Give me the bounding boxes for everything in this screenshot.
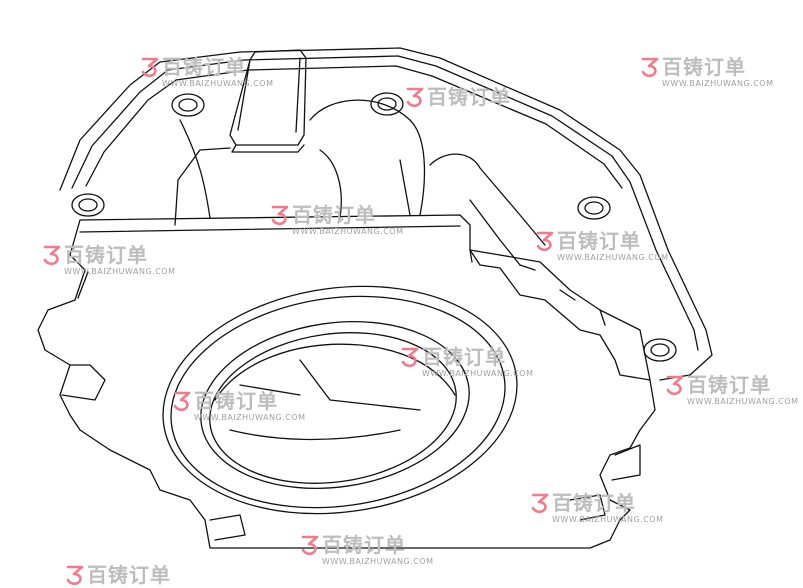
housing-top-rim-inner2: [85, 65, 623, 189]
bore-outer-ring: [162, 285, 518, 515]
side-steps: [469, 249, 651, 381]
housing-top-rim-inner: [71, 55, 699, 351]
bolt-hole: [370, 92, 404, 116]
bolt-hole: [643, 338, 677, 362]
inner-rib: [179, 119, 521, 266]
bolt-hole: [71, 193, 105, 217]
housing-top-rim: [59, 47, 713, 381]
bolt-hole: [577, 196, 611, 220]
flange-notch: [209, 514, 246, 541]
bore-inner-ring: [200, 321, 470, 489]
top-boss-face: [231, 144, 305, 153]
bore-interior: [214, 343, 456, 441]
bore-inner-lip: [209, 332, 457, 484]
front-flange: [37, 214, 656, 549]
flange-notch: [61, 364, 106, 401]
bore-ring-chamfer: [170, 295, 506, 509]
flange-notch: [569, 494, 606, 521]
top-boss-ridge: [237, 57, 301, 133]
flange-notch: [611, 444, 641, 481]
bolt-hole: [171, 93, 205, 117]
inner-cavity: [174, 99, 546, 246]
front-flange-edge: [77, 225, 473, 299]
top-boss: [229, 49, 307, 146]
